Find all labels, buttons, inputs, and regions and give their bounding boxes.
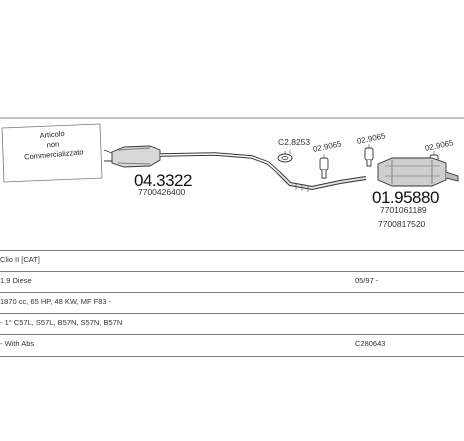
rear-silencer bbox=[377, 157, 459, 187]
table-cell-option: - With Abs bbox=[0, 339, 35, 348]
table-row: 1870 cc, 65 HP, 48 KW, MF F83 - bbox=[0, 292, 464, 314]
part-ref-silencer-1: 7701061189 bbox=[380, 205, 427, 215]
table-cell-spec: 1870 cc, 65 HP, 48 KW, MF F83 - bbox=[0, 297, 112, 306]
part-ref-catalytic: 7700426400 bbox=[138, 187, 186, 197]
table-row: - 1° C57L, S57L, B57N, S57N, B57N bbox=[0, 313, 464, 335]
note-box bbox=[1, 123, 103, 183]
part-ref-silencer-2: 7700817520 bbox=[378, 219, 426, 229]
table-cell-code: C280643 bbox=[355, 339, 386, 348]
catalytic-converter bbox=[103, 145, 161, 168]
table-cell-types: - 1° C57L, S57L, B57N, S57N, B57N bbox=[0, 318, 123, 327]
rubber-hanger-2 bbox=[364, 147, 374, 167]
part-code-catalytic: 04.3322 bbox=[134, 171, 192, 190]
part-code-silencer: 01.95880 bbox=[372, 188, 439, 207]
rubber-hanger-1 bbox=[319, 157, 329, 179]
table-row: - With Abs C280643 bbox=[0, 334, 464, 357]
table-cell-engine: 1.9 Diese bbox=[0, 276, 32, 285]
gasket-ring bbox=[277, 151, 293, 163]
front-pipe bbox=[159, 152, 280, 174]
part-code-gasket: C2.8253 bbox=[278, 137, 311, 147]
table-cell-date: 05/97 - bbox=[355, 276, 379, 285]
table-row: Clio II [CAT] bbox=[0, 250, 464, 272]
table-row: 1.9 Diese 05/97 - bbox=[0, 271, 464, 293]
exhaust-system-diagram bbox=[0, 117, 464, 192]
table-cell-model: Clio II [CAT] bbox=[0, 255, 40, 264]
